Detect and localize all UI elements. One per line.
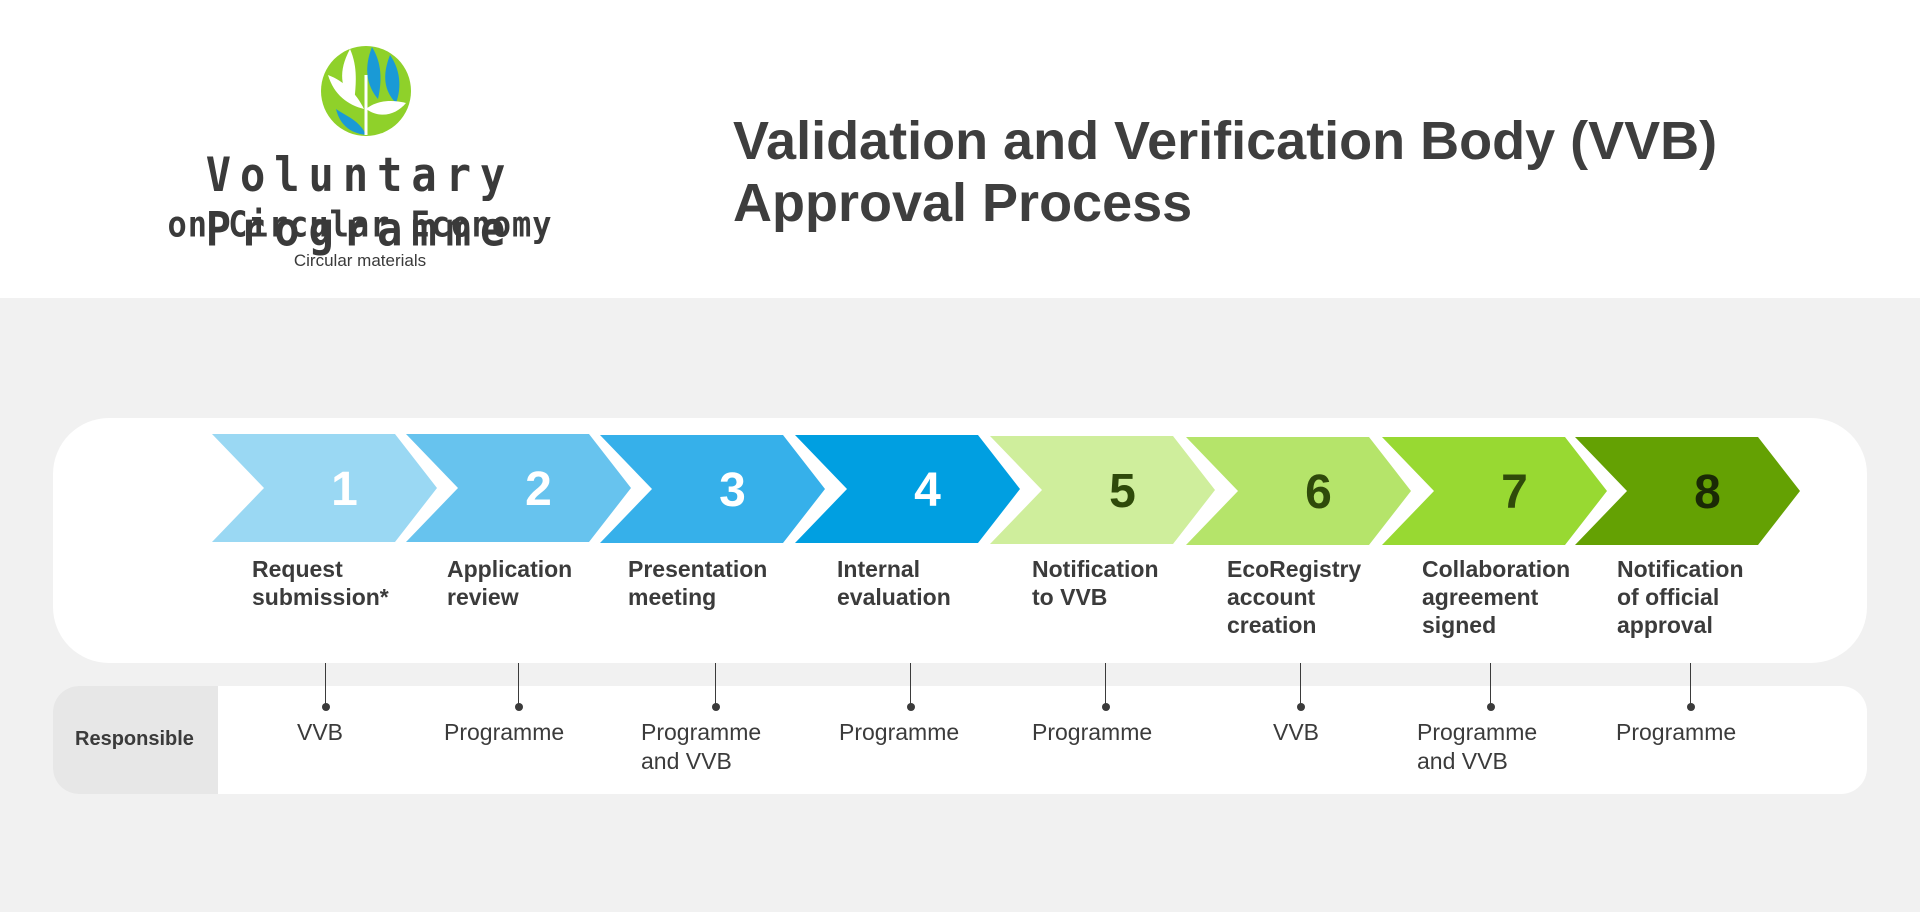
- step-number-6: 6: [1305, 466, 1332, 519]
- step-label-4: Internal evaluation: [837, 556, 951, 610]
- step-chevron-1: [212, 434, 437, 542]
- responsible-value-4: Programme: [839, 719, 960, 745]
- connector-line: [325, 663, 326, 705]
- header: Voluntary Programme on Circular Economy …: [0, 0, 1920, 298]
- connector-line: [1490, 663, 1491, 705]
- responsible-header-cell: Responsible: [53, 686, 218, 794]
- responsible-value-2: Programme: [444, 719, 565, 745]
- connector-dot: [906, 703, 915, 711]
- step-label-8: Notification of official approval: [1617, 556, 1744, 638]
- step-number-8: 8: [1694, 466, 1721, 519]
- connector-dot: [1296, 703, 1305, 711]
- responsible-value-7: Programme and VVB: [1417, 719, 1538, 774]
- connector-dot: [1101, 703, 1110, 711]
- step-number-2: 2: [525, 463, 552, 516]
- step-chevron-2: [406, 434, 631, 542]
- connector-line: [1300, 663, 1301, 705]
- responsible-value-8: Programme: [1616, 719, 1737, 745]
- connector-dot: [711, 703, 720, 711]
- step-label-3: Presentation meeting: [628, 556, 768, 610]
- step-chevron-6: [1186, 437, 1411, 545]
- step-number-3: 3: [719, 464, 746, 517]
- step-label-2: Application review: [447, 556, 573, 610]
- logo-tagline: Circular materials: [293, 251, 427, 270]
- connector-dot: [321, 703, 330, 711]
- connector-line: [910, 663, 911, 705]
- responsible-value-6: VVB: [1273, 719, 1320, 745]
- step-number-1: 1: [331, 463, 358, 516]
- step-chevron-7: [1382, 437, 1607, 545]
- step-chevron-5: [990, 436, 1215, 544]
- programme-logo: Voluntary Programme on Circular Economy …: [120, 45, 600, 275]
- connector-dot: [514, 703, 523, 711]
- connector-line: [715, 663, 716, 705]
- logo-title: Voluntary Programme: [205, 147, 515, 257]
- connector-line: [518, 663, 519, 705]
- step-label-7: Collaboration agreement signed: [1422, 556, 1571, 638]
- leaf-logo-icon: [321, 46, 411, 136]
- responsible-panel: Responsible: [53, 686, 1867, 794]
- connector-line: [1105, 663, 1106, 705]
- step-label-5: Notification to VVB: [1032, 556, 1159, 610]
- responsible-value-3: Programme and VVB: [641, 719, 762, 774]
- step-chevron-3: [600, 435, 825, 543]
- step-label-1: Request submission*: [252, 556, 389, 610]
- step-chevron-4: [795, 435, 1020, 543]
- connector-dot: [1686, 703, 1695, 711]
- logo-subtitle: on Circular Economy: [167, 202, 553, 246]
- step-chevron-8: [1575, 437, 1800, 545]
- step-number-4: 4: [914, 464, 941, 517]
- connector-dot: [1486, 703, 1495, 711]
- responsible-value-1: VVB: [297, 719, 344, 745]
- step-number-5: 5: [1109, 465, 1136, 518]
- page-title: Validation and Verification Body (VVB) A…: [733, 111, 1718, 233]
- responsible-value-5: Programme: [1032, 719, 1153, 745]
- connector-line: [1690, 663, 1691, 705]
- step-number-7: 7: [1501, 466, 1528, 519]
- responsible-label: Responsible: [75, 728, 194, 750]
- step-label-6: EcoRegistry account creation: [1227, 556, 1362, 638]
